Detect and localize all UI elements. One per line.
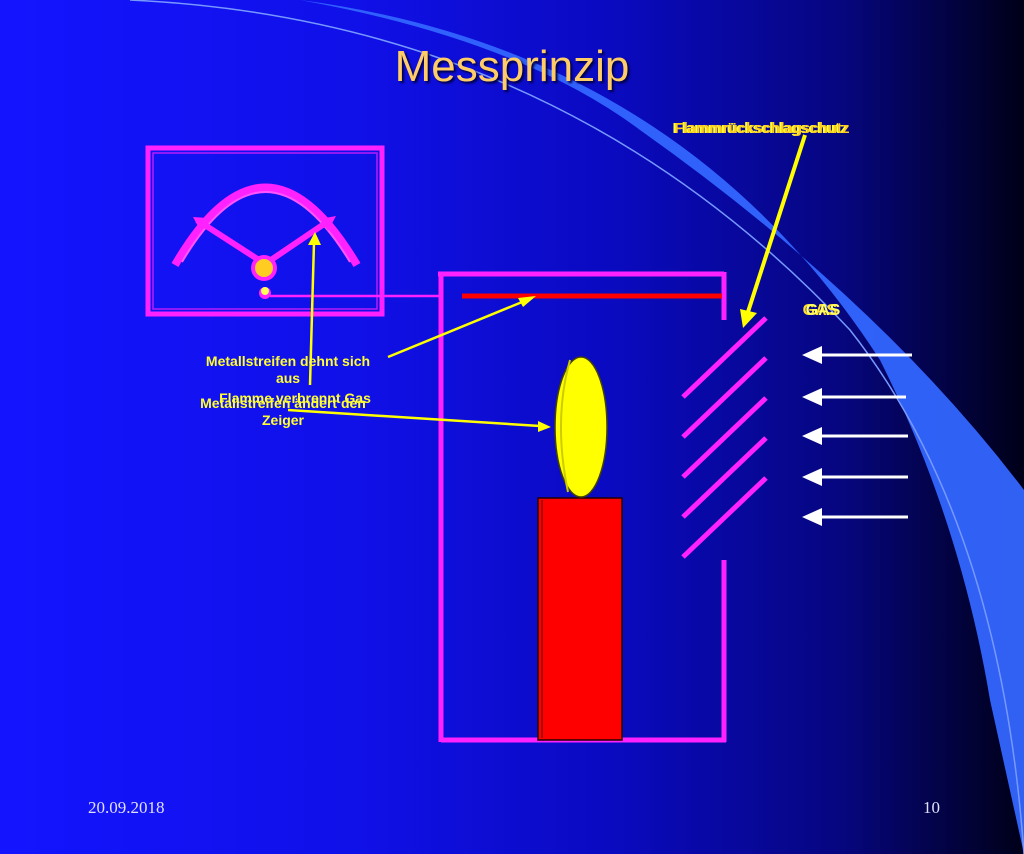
sensor-chamber (438, 271, 727, 743)
gauge-needle-left (195, 217, 264, 265)
metal-moves-pointer-label: Metallstreifen ändert den Zeiger (200, 395, 366, 428)
gas-label: GAS (802, 302, 838, 319)
gauge-needle-right (266, 217, 332, 265)
metal-expands-label: Metallstreifen dehnt sich aus (205, 353, 371, 386)
flame-burns-gas-label: Flamme verbrennt Gas (219, 390, 371, 406)
swoosh-line (129, 0, 1024, 854)
gas-inflow-arrows (802, 346, 912, 526)
callout-arrows (287, 134, 807, 432)
arrow-to-needle (308, 241, 316, 386)
arrow-to-arrestor (745, 134, 807, 316)
candle (537, 497, 623, 741)
flame-guard-label: Flammrückschlagschutz (672, 120, 848, 137)
footer-date: 20.09.2018 (88, 798, 165, 817)
gauge-scale (171, 183, 361, 268)
flame-arrestor (681, 316, 768, 559)
arrow-to-flame (287, 408, 541, 428)
arrow-to-strip (387, 298, 528, 359)
gas-label-shadow: GAS (805, 302, 841, 319)
flame (554, 356, 608, 498)
page-number: 10 (923, 798, 940, 817)
slide-title: Messprinzip (394, 42, 630, 91)
gauge (145, 145, 385, 317)
flame-guard-label-shadow: Flammrückschlagschutz (674, 120, 850, 137)
